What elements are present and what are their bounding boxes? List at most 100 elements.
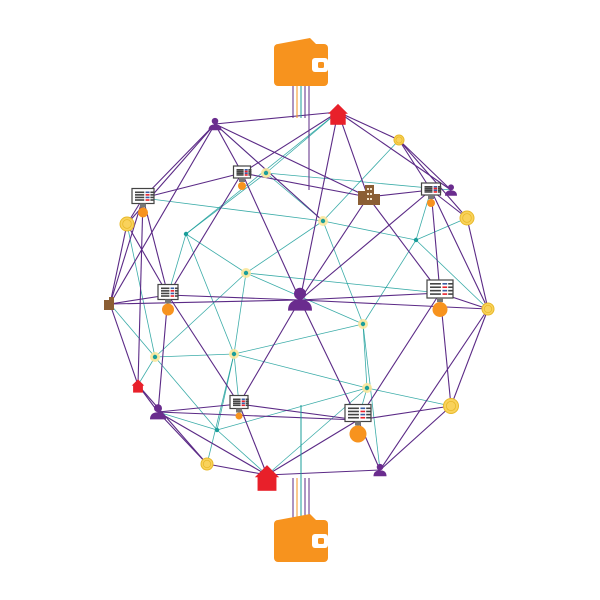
document-line — [430, 289, 441, 292]
document-node — [427, 199, 435, 207]
wallet-body — [274, 44, 328, 86]
document-line — [245, 402, 249, 405]
person-body — [445, 190, 457, 196]
purple-connection-lines — [109, 111, 489, 476]
document-line — [430, 293, 441, 295]
document-line — [233, 400, 241, 403]
document-line-accent — [442, 293, 448, 295]
purple-edge — [299, 196, 369, 301]
purple-edge — [238, 403, 359, 421]
document-icon-upper-left — [131, 187, 155, 218]
document-line — [430, 286, 441, 289]
coin-face — [459, 210, 475, 226]
document-line — [233, 404, 241, 407]
coin-ring — [202, 459, 212, 469]
document-icon-lower-right — [344, 403, 372, 443]
teal-edge — [265, 111, 339, 174]
purple-edge — [398, 139, 432, 191]
document-line-accent — [145, 191, 150, 194]
building-window — [370, 188, 372, 190]
person-icon-left — [150, 404, 166, 420]
purple-edge — [167, 294, 240, 405]
document-frame — [131, 187, 155, 205]
purple-edge — [214, 123, 369, 198]
teal-edge — [265, 172, 452, 191]
purple-edge — [157, 403, 240, 413]
document-line-accent — [145, 196, 150, 199]
document-frame — [426, 279, 454, 299]
teal-edge — [216, 429, 268, 476]
document-stand — [239, 178, 245, 182]
document-line-accent — [433, 189, 438, 192]
document-stand — [165, 299, 171, 304]
hub-node-icon — [241, 268, 251, 278]
document-line — [135, 191, 145, 194]
document-line — [161, 292, 170, 295]
teal-edge — [362, 323, 381, 471]
document-line — [236, 170, 244, 173]
teal-edge — [233, 323, 364, 355]
teal-edge — [216, 387, 368, 431]
document-line — [424, 186, 433, 188]
purple-edge — [157, 411, 208, 465]
person-head — [154, 404, 162, 413]
document-line — [248, 169, 252, 171]
document-line — [248, 170, 252, 173]
building-window — [367, 198, 369, 200]
purple-edge — [357, 405, 452, 421]
document-line — [448, 283, 453, 285]
coin-ring — [122, 219, 132, 229]
teal-edge — [233, 353, 368, 389]
document-line — [175, 287, 179, 290]
purple-edge — [157, 411, 268, 476]
wallet-icon-top — [274, 38, 328, 86]
document-line — [150, 191, 155, 194]
purple-edge — [357, 292, 441, 421]
teal-edge — [362, 239, 417, 325]
document-line — [448, 286, 453, 289]
teal-edge — [206, 353, 235, 465]
document-line — [366, 407, 371, 410]
document-node — [432, 302, 448, 317]
coin-icon-left — [119, 216, 135, 232]
person-icon-right — [445, 184, 457, 196]
document-icon-upper-right — [420, 182, 442, 207]
document-line — [366, 413, 371, 416]
purple-edge — [398, 139, 452, 191]
house-roof — [254, 465, 280, 478]
document-icon-top — [232, 165, 252, 190]
house-roof — [328, 103, 348, 114]
purple-edge — [299, 111, 339, 301]
spark-core — [243, 270, 249, 276]
hub-node-icon — [362, 383, 372, 393]
teal-edge — [185, 172, 267, 235]
coin-ring — [395, 136, 403, 144]
wallet-button — [318, 62, 324, 68]
document-line — [437, 189, 442, 192]
wallet-flap — [278, 514, 316, 520]
teal-edge — [154, 272, 247, 358]
person-head — [211, 117, 219, 125]
document-line — [233, 398, 241, 401]
document-line — [448, 289, 453, 292]
document-line-accent — [170, 290, 175, 292]
teal-edge — [322, 220, 364, 325]
coin-face — [119, 216, 135, 232]
document-line — [348, 410, 359, 413]
small-building-left — [104, 300, 109, 310]
document-line — [348, 416, 359, 419]
document-node — [238, 182, 246, 190]
person-body — [150, 412, 166, 420]
purple-edge — [167, 172, 243, 296]
spark-core — [320, 218, 326, 224]
purple-edge — [126, 223, 169, 296]
teal-edge — [322, 220, 417, 241]
person-icon-center — [288, 287, 312, 311]
teal-edge — [137, 356, 156, 386]
coin-face — [443, 398, 459, 414]
document-line — [175, 295, 179, 297]
purple-edge — [299, 292, 441, 301]
person-head — [376, 463, 384, 471]
document-line — [135, 194, 145, 196]
coin-ring — [445, 400, 457, 412]
